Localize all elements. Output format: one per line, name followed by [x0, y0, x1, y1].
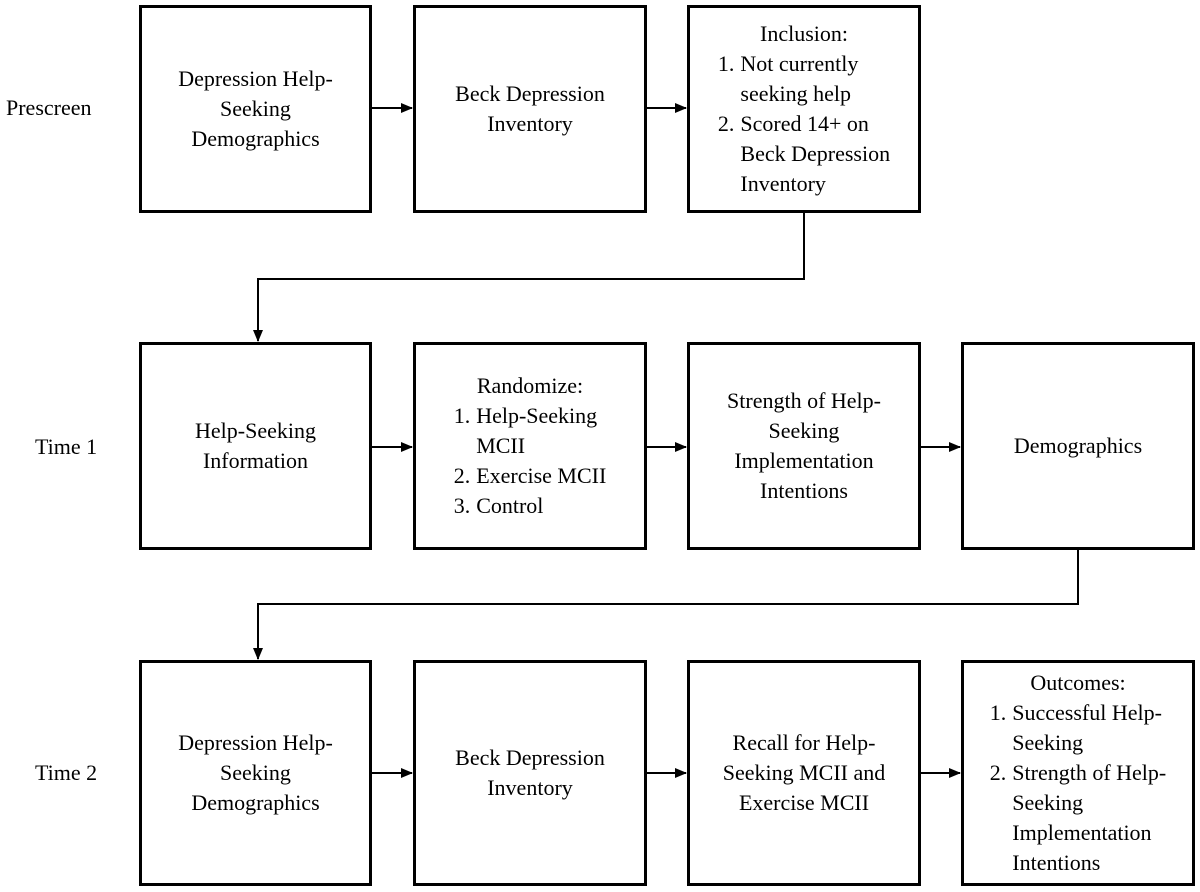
item-line: Implementation: [1012, 820, 1152, 845]
row-label-prescreen: Prescreen: [6, 95, 92, 120]
box-line: Implementation: [734, 448, 874, 473]
item-line: Control: [476, 493, 544, 518]
box-line: Demographics: [191, 126, 320, 151]
box-heading: Randomize:: [476, 373, 584, 398]
box-heading: Inclusion:: [760, 21, 848, 46]
box-line: Strength of Help-: [727, 388, 881, 413]
box-line: Seeking: [220, 96, 291, 121]
box-line: Exercise MCII: [738, 790, 870, 815]
item-line: Help-Seeking: [476, 403, 598, 428]
item-number: 2.: [453, 463, 471, 488]
box-line: Seeking MCII and: [722, 760, 886, 785]
list-item: 2. Exercise MCII: [454, 461, 607, 491]
box-line: Intentions: [760, 478, 848, 503]
time1-demographics-box: Demographics: [961, 342, 1195, 550]
item-line: seeking help: [740, 81, 851, 106]
time2-beck-inventory-box: Beck Depression Inventory: [413, 660, 647, 886]
item-line: Exercise MCII: [476, 463, 607, 488]
time2-outcomes-box: Outcomes: 1. Successful Help- Seeking 2.…: [961, 660, 1195, 886]
time2-recall-box: Recall for Help- Seeking MCII and Exerci…: [687, 660, 921, 886]
box-line: Inventory: [487, 111, 573, 136]
box-line: Seeking: [768, 418, 840, 443]
item-line: Intentions: [1012, 850, 1101, 875]
item-line: MCII: [476, 433, 526, 458]
prescreen-beck-inventory-box: Beck Depression Inventory: [413, 5, 647, 213]
item-number: 2.: [989, 760, 1007, 785]
box-line: Depression Help-: [178, 730, 333, 755]
item-line: Successful Help-: [1012, 700, 1162, 725]
item-line: Strength of Help-: [1012, 760, 1167, 785]
item-number: 1.: [717, 51, 735, 76]
box-line: Seeking: [220, 760, 291, 785]
prescreen-inclusion-box: Inclusion: 1. Not currently seeking help…: [687, 5, 921, 213]
box-line: Beck Depression: [455, 81, 605, 106]
item-line: Not currently: [740, 51, 859, 76]
box-line: Help-Seeking: [195, 418, 316, 443]
list-item: 1. Successful Help- Seeking: [990, 698, 1166, 758]
item-number: 1.: [453, 403, 471, 428]
time1-randomize-box: Randomize: 1. Help-Seeking MCII 2. Exerc…: [413, 342, 647, 550]
item-line: Seeking: [1012, 730, 1084, 755]
item-line: Beck Depression: [740, 141, 891, 166]
box-heading: Outcomes:: [1030, 670, 1126, 695]
list-item: 1. Not currently seeking help: [718, 49, 890, 109]
box-line: Recall for Help-: [732, 730, 876, 755]
randomize-list: 1. Help-Seeking MCII 2. Exercise MCII 3.…: [454, 401, 607, 521]
box-line: Demographics: [1013, 433, 1143, 458]
list-item: 2. Scored 14+ on Beck Depression Invento…: [718, 109, 890, 199]
time1-strength-box: Strength of Help- Seeking Implementation…: [687, 342, 921, 550]
inclusion-list: 1. Not currently seeking help 2. Scored …: [718, 49, 890, 199]
item-line: Seeking: [1012, 790, 1084, 815]
item-number: 2.: [717, 111, 735, 136]
list-item: 2. Strength of Help- Seeking Implementat…: [990, 758, 1166, 878]
row-label-time1: Time 1: [35, 434, 98, 459]
box-line: Beck Depression: [455, 745, 605, 770]
box-line: Depression Help-: [178, 66, 333, 91]
time1-information-box: Help-Seeking Information: [139, 342, 372, 550]
box-line: Information: [202, 448, 309, 473]
item-number: 3.: [453, 493, 471, 518]
list-item: 1. Help-Seeking MCII: [454, 401, 607, 461]
box-line: Inventory: [487, 775, 573, 800]
row-label-time2: Time 2: [35, 760, 98, 785]
outcomes-list: 1. Successful Help- Seeking 2. Strength …: [990, 698, 1166, 878]
item-line: Inventory: [740, 171, 826, 196]
connector-prescreen-to-time1: [253, 212, 805, 342]
box-line: Demographics: [191, 790, 320, 815]
item-line: Scored 14+ on: [740, 111, 869, 136]
list-item: 3. Control: [454, 491, 607, 521]
item-number: 1.: [989, 700, 1007, 725]
time2-demographics-box: Depression Help- Seeking Demographics: [139, 660, 372, 886]
prescreen-demographics-box: Depression Help- Seeking Demographics: [139, 5, 372, 213]
connector-time1-to-time2: [253, 550, 1079, 660]
